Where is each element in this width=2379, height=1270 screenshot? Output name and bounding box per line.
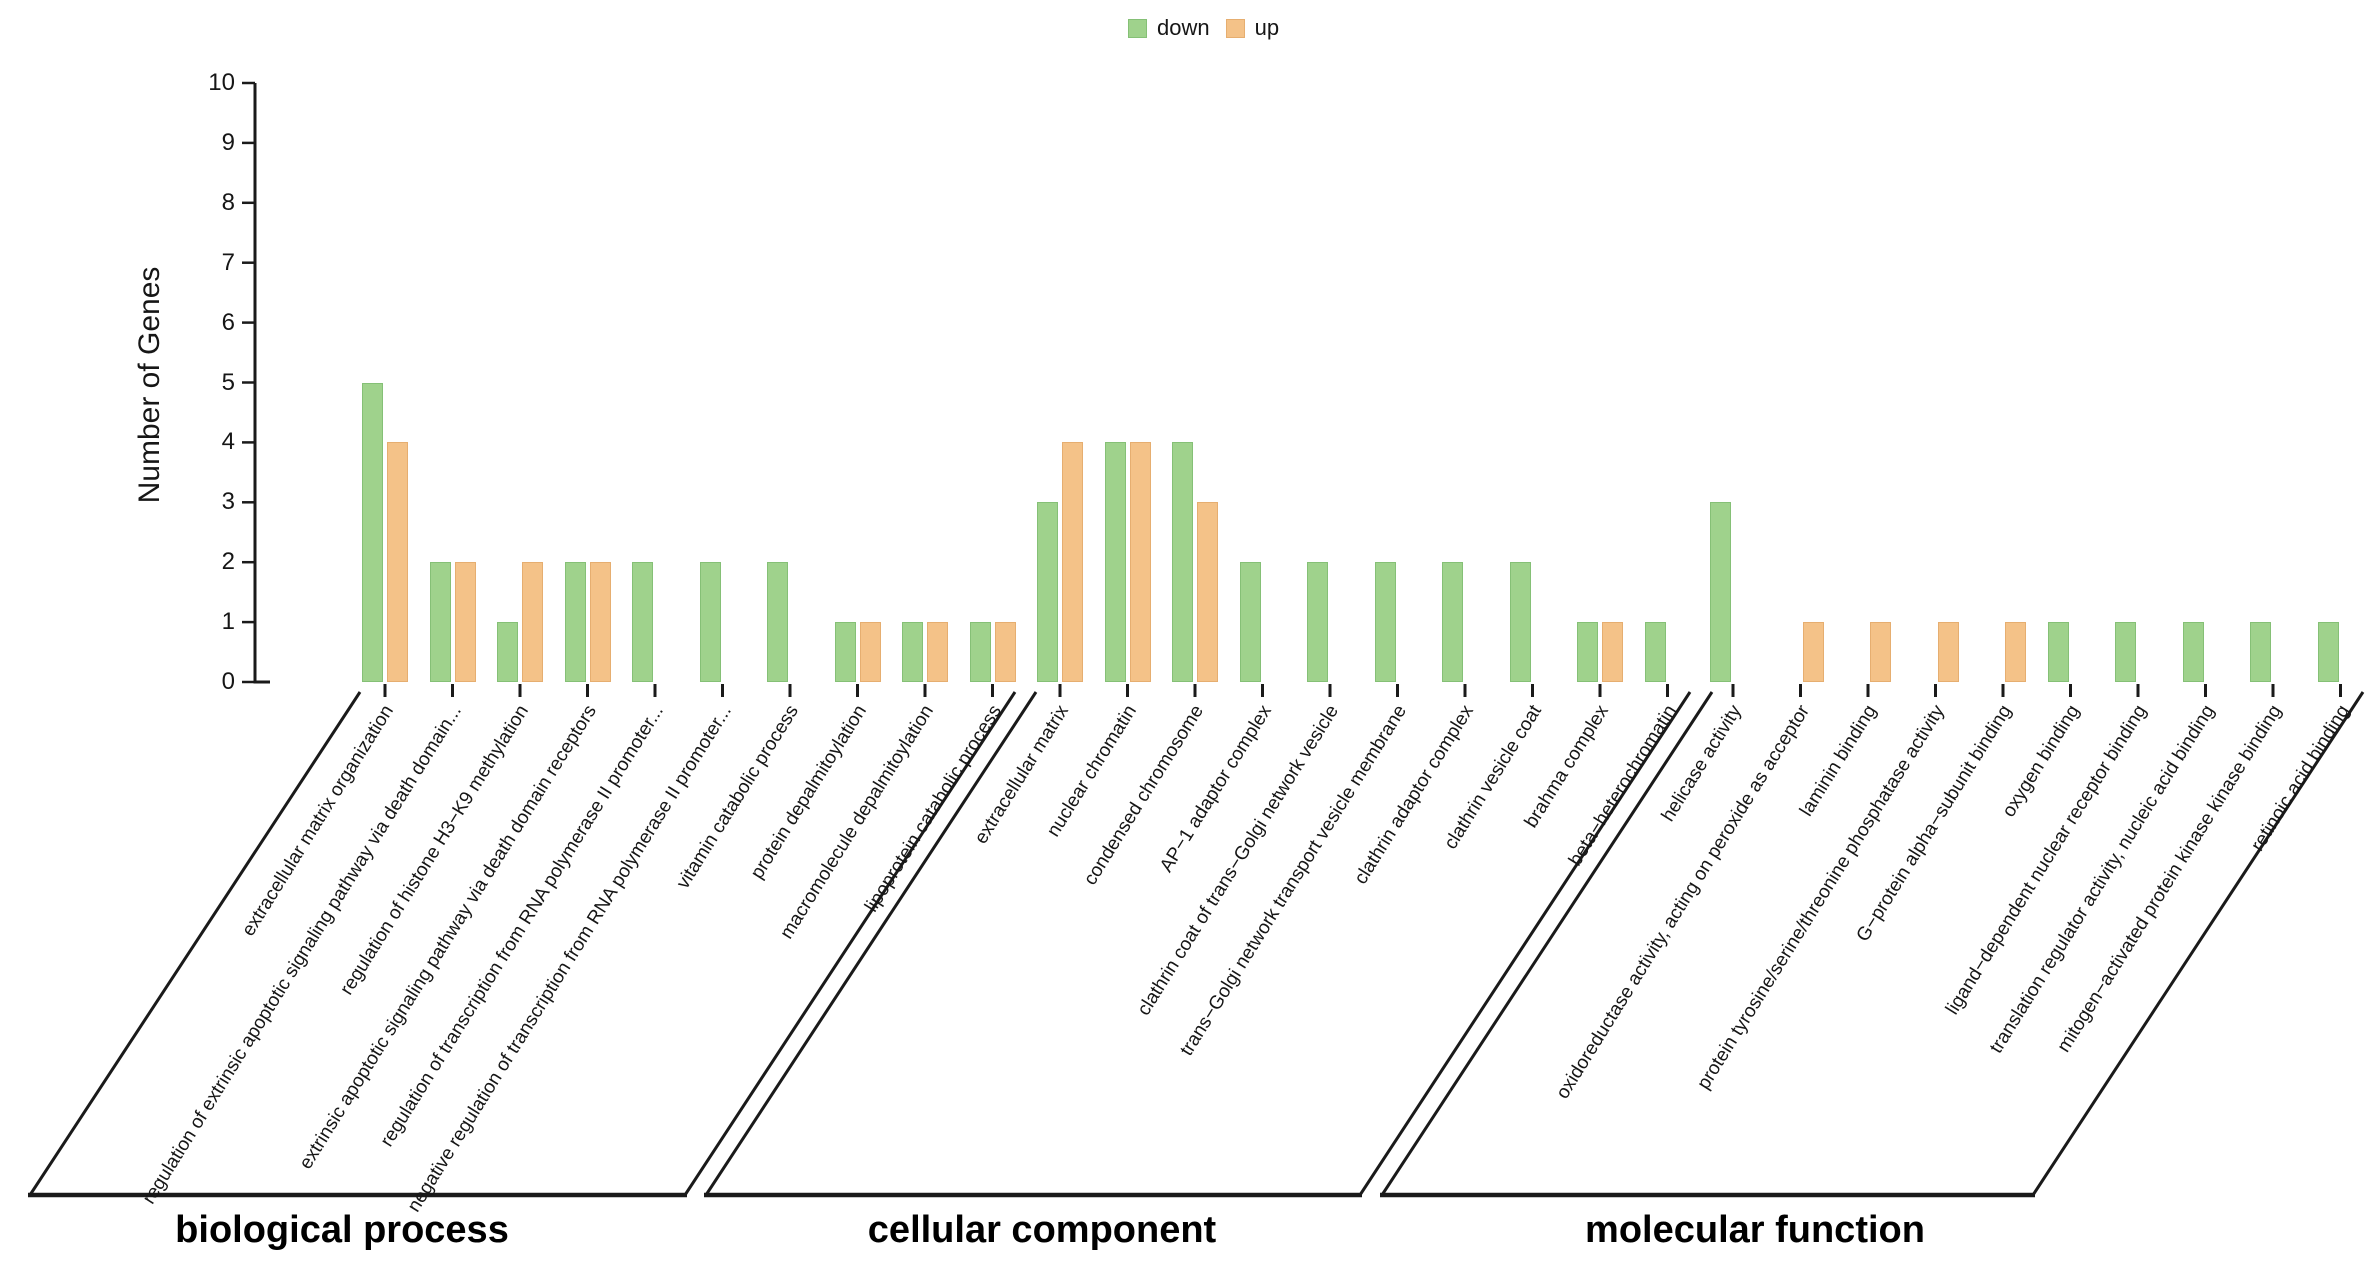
bar-down: [1644, 622, 1666, 682]
group-slant-line: [683, 691, 1017, 1196]
bar-down: [2250, 622, 2271, 682]
group-slant-line: [704, 691, 1038, 1196]
bar-down: [1442, 562, 1463, 682]
y-tick-label: 6: [221, 308, 235, 336]
y-tick-label: 0: [221, 668, 235, 695]
bar-down: [902, 622, 923, 682]
down-swatch-icon: [1128, 18, 1147, 38]
bar-up: [859, 622, 881, 682]
y-tick-label: 10: [208, 69, 235, 96]
bar-down: [2317, 622, 2339, 682]
y-tick-label: 7: [221, 248, 235, 276]
legend-item-up: up: [1225, 15, 1280, 41]
bar-up: [454, 562, 476, 682]
bar-down: [1104, 442, 1126, 682]
y-tick-label: 1: [221, 608, 235, 636]
group-label: cellular component: [867, 1209, 1217, 1251]
bar-down: [1172, 442, 1193, 682]
bar-down: [969, 622, 991, 682]
y-tick-label: 8: [221, 188, 235, 216]
bar-up: [1802, 622, 1824, 682]
bar-down: [2047, 622, 2069, 682]
bar-down: [497, 622, 518, 682]
group-slant-line: [1380, 691, 1714, 1196]
bar-down: [429, 562, 451, 682]
group-label: molecular function: [1585, 1209, 1925, 1251]
bar-down: [1374, 562, 1396, 682]
bar-down: [2115, 622, 2136, 682]
bar-up: [994, 622, 1016, 682]
y-tick-label: 9: [221, 128, 235, 156]
bar-down: [1577, 622, 1598, 682]
bar-up: [1197, 502, 1218, 682]
y-tick-label: 5: [221, 368, 235, 396]
bar-up: [522, 562, 543, 682]
bar-down: [767, 562, 788, 682]
legend-item-down: down: [1128, 15, 1210, 41]
legend-label-down: down: [1157, 15, 1210, 40]
bar-up: [1870, 622, 1891, 682]
group-label: biological process: [175, 1209, 509, 1251]
y-tick-label: 2: [221, 548, 235, 576]
bar-up: [1062, 442, 1083, 682]
group-slant-line: [28, 691, 362, 1196]
bar-down: [1710, 502, 1731, 682]
group-slant-line: [2031, 691, 2365, 1196]
bar-up: [1129, 442, 1151, 682]
bar-down: [564, 562, 586, 682]
bar-up: [589, 562, 611, 682]
bar-up: [2005, 622, 2026, 682]
bar-up: [927, 622, 948, 682]
bar-down: [1307, 562, 1328, 682]
legend-label-up: up: [1254, 15, 1280, 40]
bar-down: [834, 622, 856, 682]
bar-up: [387, 442, 408, 682]
y-tick-label: 3: [221, 488, 235, 516]
bar-down: [2182, 622, 2204, 682]
bar-down: [1509, 562, 1531, 682]
bar-down: [1239, 562, 1261, 682]
bar-down: [632, 562, 653, 682]
bar-up: [1937, 622, 1959, 682]
bar-down: [699, 562, 721, 682]
bar-up: [1602, 622, 1623, 682]
bar-down: [362, 382, 383, 682]
bar-down: [1037, 502, 1058, 682]
legend: down up: [1128, 15, 1279, 41]
y-tick-label: 4: [221, 428, 235, 456]
group-slant-line: [1358, 691, 1692, 1196]
up-swatch-icon: [1225, 18, 1245, 38]
